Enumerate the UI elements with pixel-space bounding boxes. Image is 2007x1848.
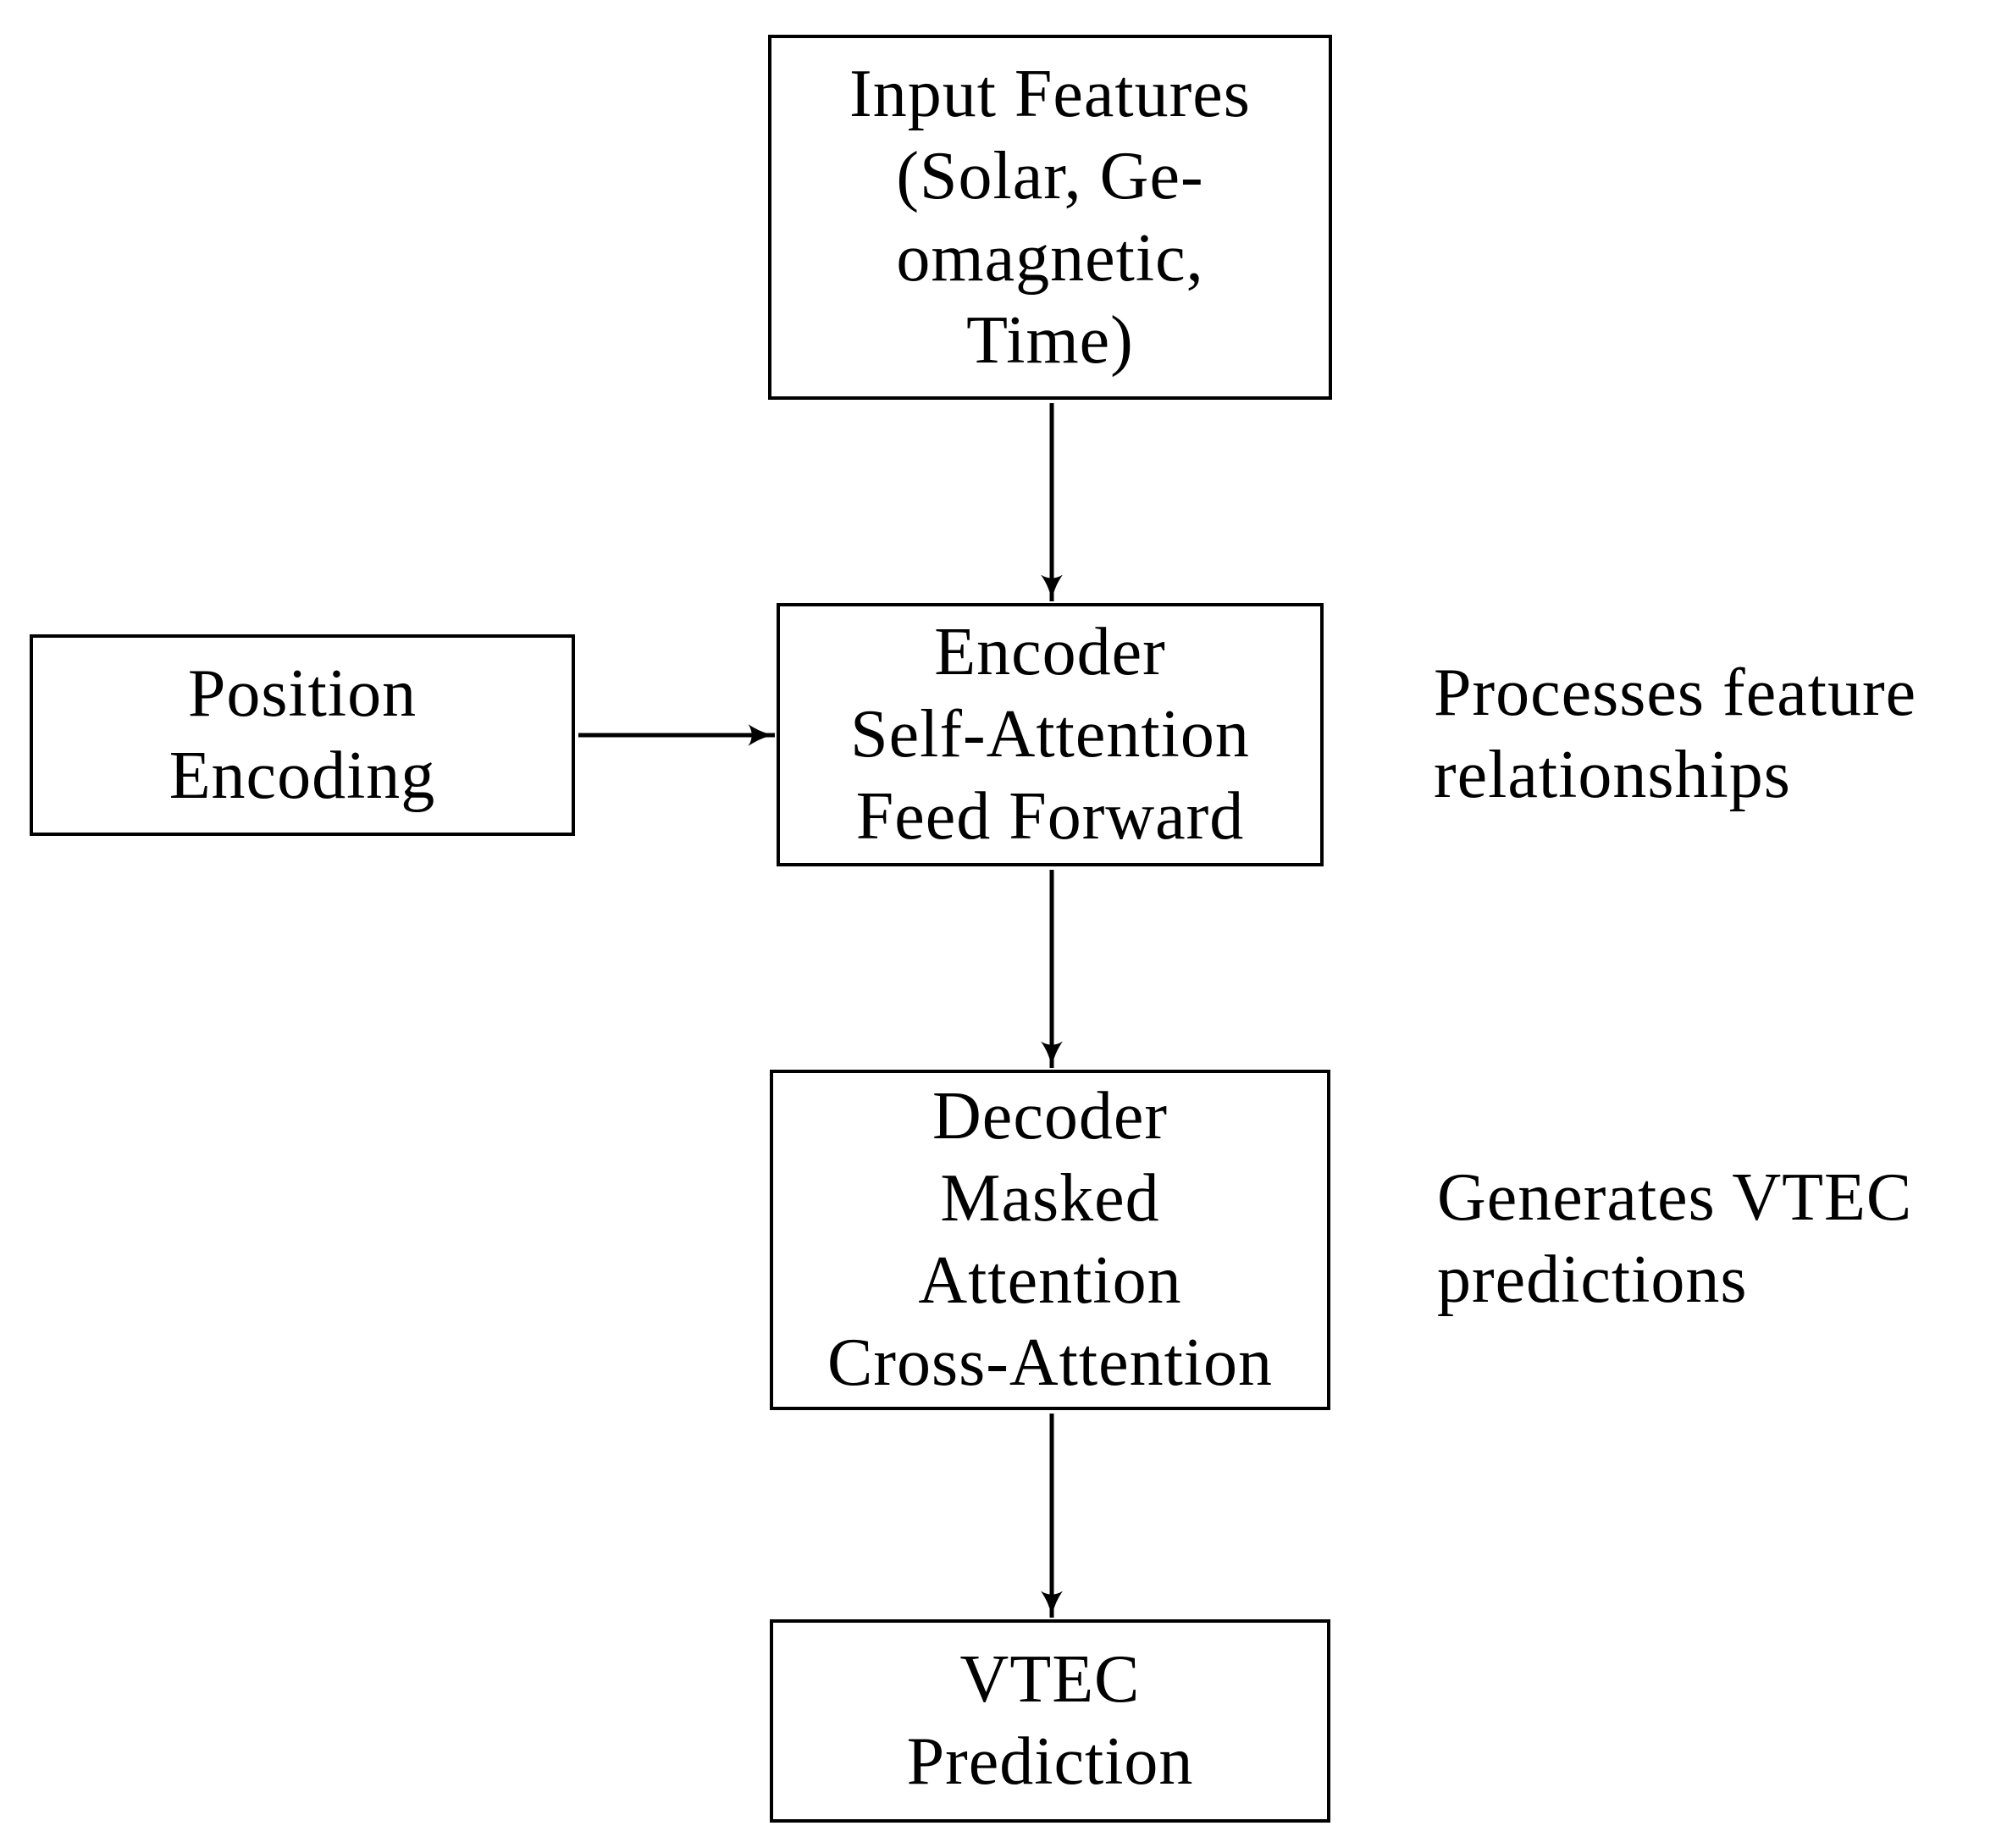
input-features-node: Input Features (Solar, Ge- omagnetic, Ti… (768, 35, 1332, 400)
position-encoding-node: Position Encoding (30, 634, 575, 836)
input-features-label: Input Features (Solar, Ge- omagnetic, Ti… (849, 56, 1251, 378)
decoder-annotation: Generates VTEC predictions (1437, 1160, 1913, 1317)
decoder-node: Decoder Masked Attention Cross-Attention (770, 1070, 1330, 1410)
position-encoding-label: Position Encoding (169, 656, 436, 813)
encoder-node: Encoder Self-Attention Feed Forward (777, 603, 1324, 866)
vtec-prediction-label: VTEC Prediction (906, 1642, 1194, 1799)
encoder-annotation: Processes feature relationships (1434, 656, 1917, 812)
vtec-prediction-node: VTEC Prediction (770, 1619, 1330, 1823)
decoder-label: Decoder Masked Attention Cross-Attention (827, 1079, 1274, 1400)
encoder-label: Encoder Self-Attention Feed Forward (850, 615, 1250, 854)
